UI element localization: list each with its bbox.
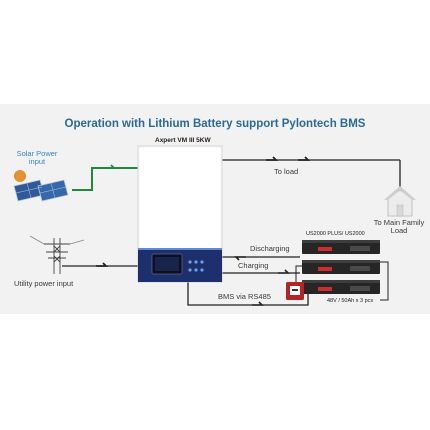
bms-line xyxy=(187,282,309,306)
utility-label: Utility power input xyxy=(14,279,74,288)
utility-arrow-icon xyxy=(96,262,109,267)
bms-module-icon xyxy=(286,282,304,300)
solar-label: Solar Power input xyxy=(16,149,58,167)
diagram-title: Operation with Lithium Battery support P… xyxy=(64,118,366,130)
discharging-arrow-icon xyxy=(234,256,246,261)
inverter-model-label: Axpert VM III 5KW xyxy=(155,137,211,144)
discharging-label: Discharging xyxy=(250,244,290,253)
charging-arrow-icon xyxy=(278,269,290,274)
solar-line xyxy=(72,167,138,191)
battery-stack xyxy=(302,240,380,294)
battery-model-label: US2000 PLUS/ US2000 xyxy=(306,231,365,237)
inverter-unit xyxy=(137,145,223,283)
house-icon xyxy=(384,186,416,217)
load-arrow-icon-1 xyxy=(266,156,279,161)
bms-label: BMS via RS485 xyxy=(218,292,271,301)
load-arrow-icon-2 xyxy=(298,156,311,161)
battery-spec-label: 48V / 50Ah x 3 pcs xyxy=(327,298,374,304)
sun-icon xyxy=(14,170,26,182)
utility-tower-icon xyxy=(29,235,85,274)
to-load-label: To load xyxy=(274,167,299,176)
charging-label: Charging xyxy=(238,261,269,270)
solar-arrow-icon xyxy=(104,164,117,169)
battery-rail xyxy=(380,261,389,301)
load-label: To Main Family Load xyxy=(373,218,425,236)
bms-arrow-icon xyxy=(252,301,264,306)
solar-panel-icon xyxy=(13,179,69,202)
